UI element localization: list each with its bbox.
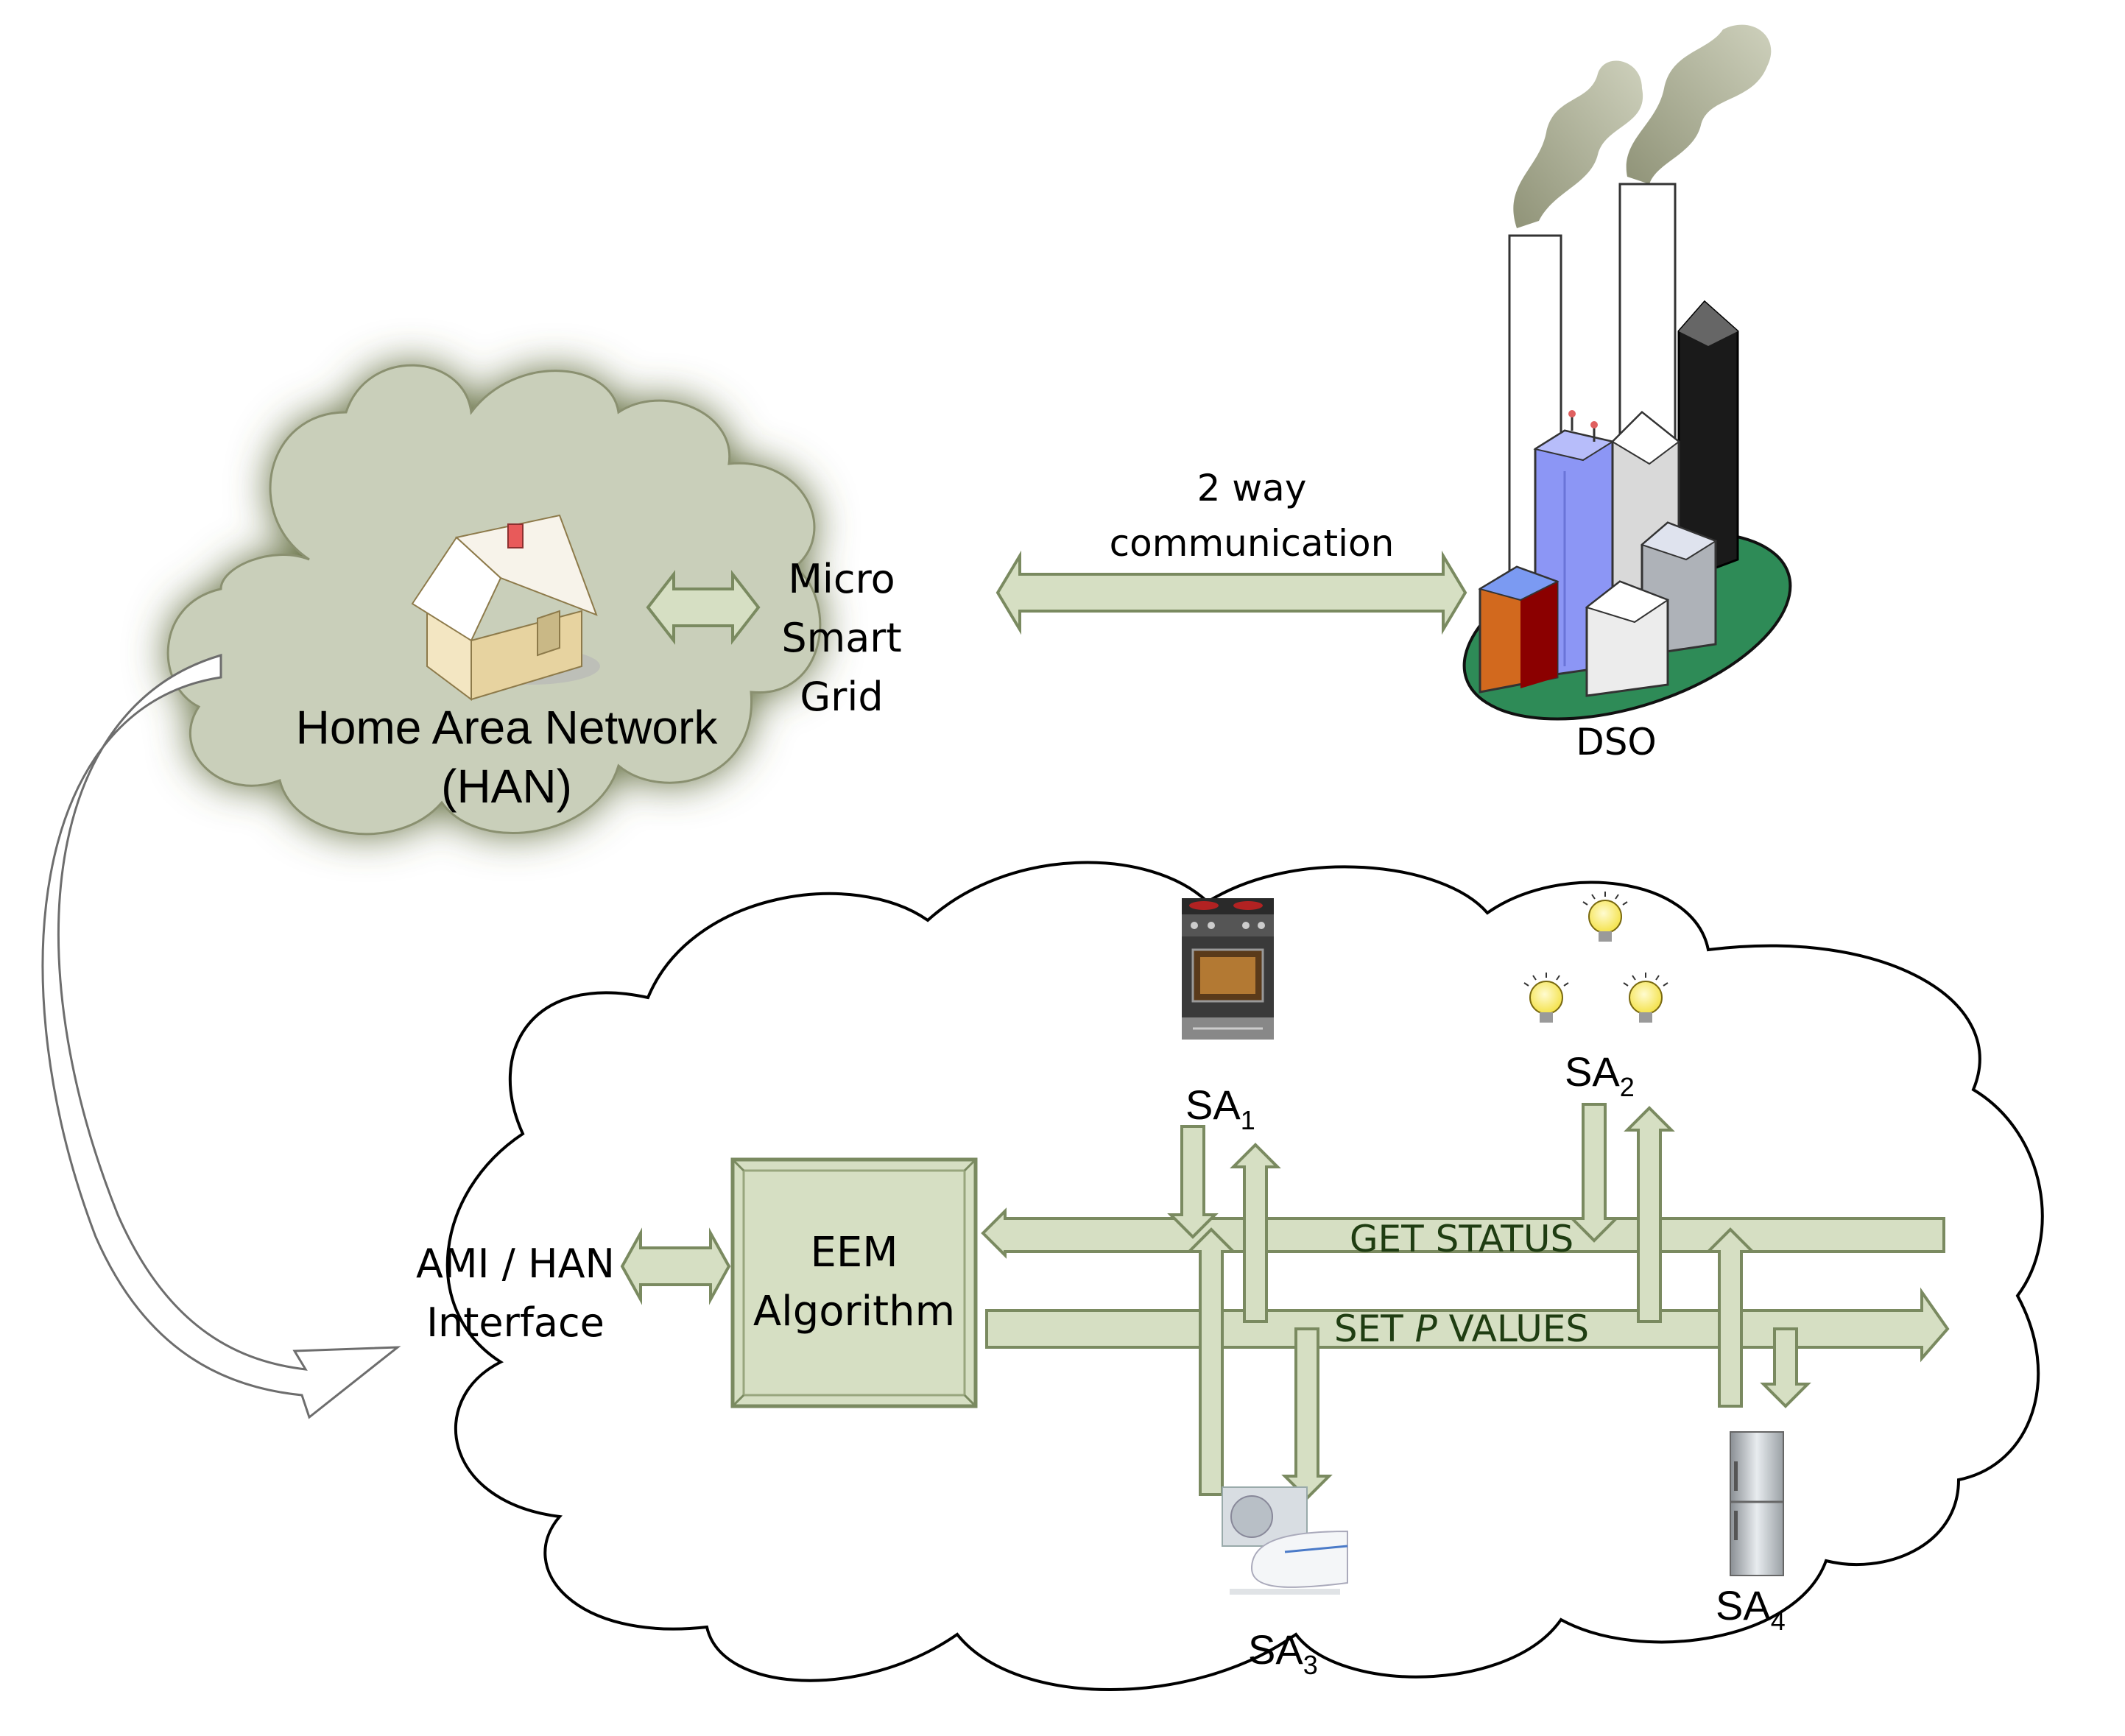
han-title-line2: (HAN): [441, 760, 572, 813]
sa2-down-connector: [1568, 1103, 1620, 1243]
communication-label-line1: 2 way: [1197, 467, 1307, 509]
light-bulbs-icon: [1523, 892, 1668, 1023]
appliance-label-sa3: SA3: [1248, 1626, 1318, 1680]
air-conditioner-icon: [1222, 1486, 1348, 1595]
micro-smart-grid-line1: Micro: [788, 556, 895, 602]
set-p-values-prefix: SET: [1334, 1308, 1415, 1350]
appliance-label-sa2-base: SA: [1565, 1048, 1620, 1095]
power-plant-city-icon: [1462, 24, 1792, 721]
eem-algorithm-box: [730, 1157, 978, 1408]
sa1-up-connector: [1230, 1143, 1281, 1323]
sa1-down-connector: [1167, 1125, 1219, 1239]
set-p-values-variable: P: [1415, 1308, 1438, 1350]
sa4-down-connector: [1760, 1327, 1811, 1408]
appliance-label-sa1-sub: 1: [1241, 1105, 1255, 1135]
appliance-label-sa4-sub: 4: [1771, 1606, 1786, 1636]
interface-label-line1: AMI / HAN: [416, 1241, 615, 1287]
get-status-label: GET STATUS: [1350, 1218, 1574, 1260]
micro-smart-grid-line2: Smart: [781, 615, 901, 661]
sa3-up-connector: [1185, 1227, 1237, 1496]
set-p-values-bus: [985, 1287, 1950, 1363]
appliance-label-sa4: SA4: [1716, 1582, 1786, 1636]
eem-label-line2: Algorithm: [753, 1288, 955, 1335]
set-p-values-label: SET P VALUES: [1334, 1308, 1589, 1350]
house-icon: [411, 514, 600, 701]
micro-smart-grid-line3: Grid: [800, 674, 883, 720]
dso-label: DSO: [1576, 721, 1657, 763]
appliance-label-sa2-sub: 2: [1620, 1072, 1635, 1102]
interface-label-line2: Interface: [426, 1299, 605, 1346]
set-p-values-suffix: VALUES: [1437, 1308, 1589, 1350]
han-cloud-body: [166, 364, 822, 836]
communication-label-line2: communication: [1110, 522, 1395, 565]
eem-label-line1: EEM: [810, 1229, 898, 1277]
han-internal-double-arrow: [646, 570, 761, 645]
two-way-communication-arrow: [995, 550, 1467, 635]
han-title-line1: Home Area Network: [296, 701, 719, 754]
appliance-label-sa1: SA1: [1185, 1082, 1255, 1135]
electric-stove-icon: [1182, 898, 1274, 1040]
appliance-label-sa4-base: SA: [1716, 1582, 1771, 1629]
han-cloud: [166, 364, 822, 836]
curved-zoom-arrow: [41, 653, 401, 1419]
appliance-label-sa3-sub: 3: [1303, 1650, 1318, 1680]
appliance-label-sa3-base: SA: [1248, 1626, 1303, 1673]
sa4-up-connector: [1705, 1227, 1756, 1408]
sa2-up-connector: [1624, 1106, 1675, 1323]
appliance-label-sa1-base: SA: [1185, 1082, 1241, 1128]
refrigerator-icon: [1730, 1431, 1784, 1576]
sa3-down-connector: [1281, 1327, 1333, 1500]
appliance-label-sa2: SA2: [1565, 1048, 1635, 1102]
interface-double-arrow: [620, 1227, 731, 1305]
